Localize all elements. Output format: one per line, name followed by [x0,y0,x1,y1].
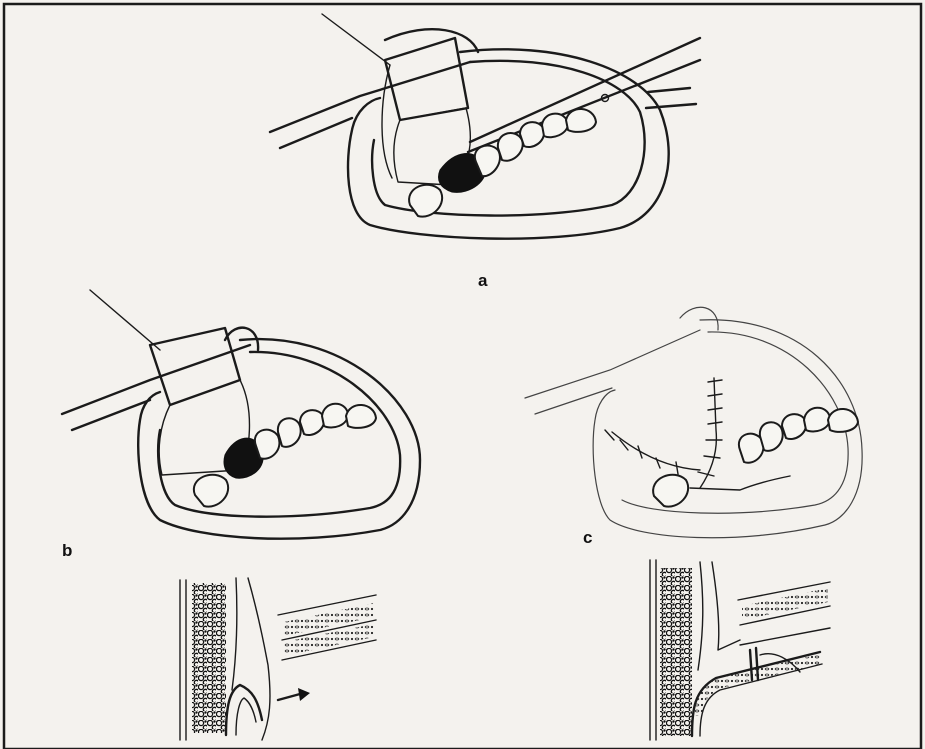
panel-c-retractor-hook [680,307,718,330]
cross-section-c [650,560,830,740]
panel-label-a: a [478,271,488,290]
cross-section-c-outer-wall [650,560,656,740]
cross-section-b [180,578,376,740]
panel-c-suture-line-horizontal [612,432,700,470]
panel-a-mucosal-flap [385,38,468,120]
panel-c-teeth [653,408,858,507]
panel-b-teeth [194,404,376,507]
cross-section-b-sinus-wall [248,578,270,740]
cross-section-b-cortex-inner [232,578,237,690]
panel-a-handle-top [270,62,470,132]
cross-section-b-flap-inner [236,698,256,735]
panel-a-retractor-hook [385,29,478,52]
panel-c-illustration [525,307,862,537]
cross-section-b-flap-curve [226,685,262,735]
panel-label-b: b [62,541,72,560]
cross-section-c-cancellous-bone [660,568,692,736]
panel-label-c: c [583,528,592,547]
panel-a-illustration [270,14,700,239]
cross-section-b-arrow-icon [298,688,310,701]
panel-b-thread [90,290,160,350]
cross-section-b-outer-wall [180,580,186,740]
panel-a-thread [322,14,390,65]
panel-b-handle-top [62,345,250,414]
panel-b-illustration [62,290,420,539]
cross-section-b-arrow-shaft [278,694,300,700]
cross-section-c-cortex-inner [698,562,703,670]
panel-c-suture-line-gingival [690,476,790,490]
cross-section-b-cancellous-bone [192,583,226,733]
cross-section-c-sinus-wall [712,562,740,650]
panel-c-handle-bottom [535,388,612,414]
panel-a-teeth [409,109,596,217]
